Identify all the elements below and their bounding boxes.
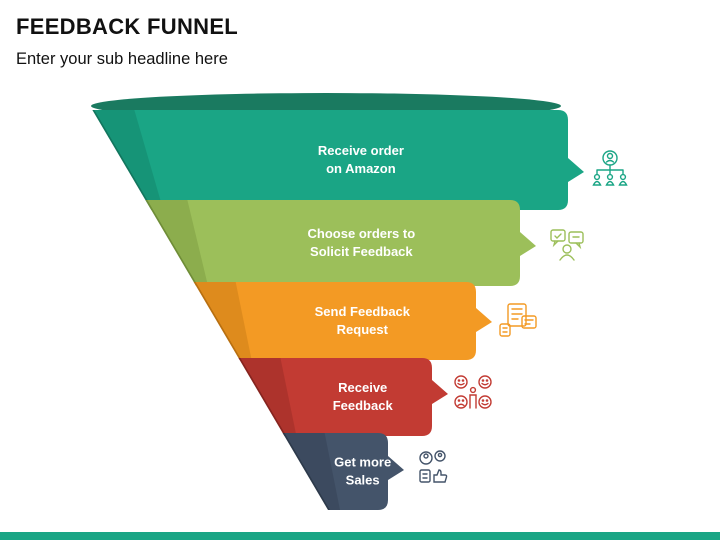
- slide-title: FEEDBACK FUNNEL: [16, 14, 239, 39]
- feedback-chat-icon: [550, 229, 584, 261]
- funnel-stage-label-line: Get more: [334, 455, 391, 470]
- funnel-stage-edge-shade: [195, 282, 252, 360]
- funnel-stage-label: Receive order on Amazon: [318, 143, 404, 176]
- funnel-stage-band: [147, 200, 537, 286]
- funnel-stage-label-line: Request: [337, 322, 389, 337]
- funnel-stage-band: [195, 282, 492, 360]
- funnel-stage-edge-shade: [94, 110, 164, 210]
- bottom-accent-bar: [0, 532, 720, 540]
- funnel-stage-label-line: Solicit Feedback: [310, 244, 413, 259]
- funnel-stage-label-line: Feedback: [333, 398, 394, 413]
- funnel-stage-label-line: Sales: [346, 473, 380, 488]
- funnel-stage-band: [240, 358, 448, 436]
- funnel-stage-label-line: Receive order: [318, 143, 404, 158]
- funnel-stage-label-line: Send Feedback: [315, 304, 411, 319]
- funnel-stage-label-line: on Amazon: [326, 161, 396, 176]
- organization-chart-icon: [592, 150, 628, 186]
- funnel-stage-band: [284, 433, 404, 510]
- customer-sales-icon: [419, 450, 448, 483]
- survey-request-icon: [499, 303, 537, 337]
- funnel-stage-2: Choose orders to Solicit Feedback: [145, 200, 584, 286]
- funnel-stage-edge-shade: [284, 433, 340, 510]
- funnel-stage-band: [94, 110, 584, 210]
- slide-subtitle: Enter your sub headline here: [16, 50, 228, 68]
- funnel-stage-edge-shade: [147, 200, 209, 286]
- funnel-stage-1: Receive order on Amazon: [92, 110, 628, 210]
- funnel-stage-label: Choose orders to Solicit Feedback: [308, 226, 416, 259]
- customer-rating-icon: [454, 375, 492, 409]
- funnel-stage-label-line: Receive: [338, 380, 387, 395]
- funnel-stage-edge-shade: [240, 358, 297, 436]
- funnel-stage-label-line: Choose orders to: [308, 226, 416, 241]
